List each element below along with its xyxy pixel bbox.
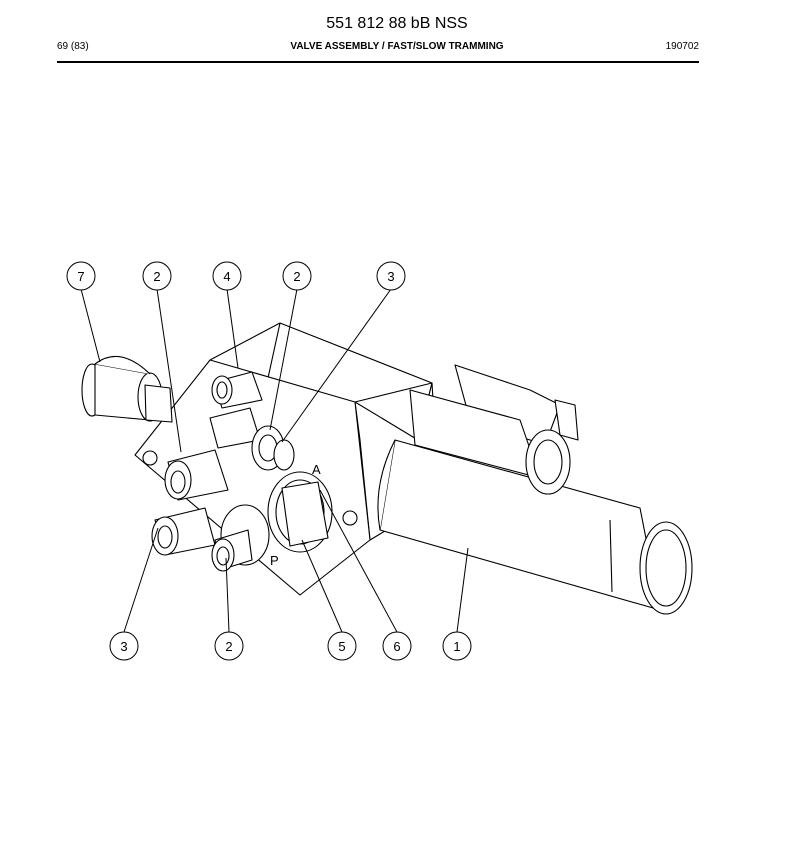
svg-text:7: 7 [77, 269, 84, 284]
svg-text:4: 4 [223, 269, 230, 284]
callout-4: 4 [212, 261, 242, 291]
callout-1: 1 [442, 631, 472, 661]
fitting-item-4 [209, 371, 263, 449]
svg-text:6: 6 [393, 639, 400, 654]
callout-3-a: 3 [376, 261, 406, 291]
svg-text:1: 1 [453, 639, 460, 654]
port-a-plug [267, 471, 333, 553]
callout-2-c: 2 [214, 631, 244, 661]
port-label-p: P [270, 553, 279, 568]
svg-text:3: 3 [120, 639, 127, 654]
fitting-item-3-lower [151, 507, 216, 556]
callout-3-b: 3 [109, 631, 139, 661]
document-code: 190702 [665, 41, 699, 52]
document-number: 551 812 88 bB NSS [326, 15, 468, 32]
solenoid-housing [409, 364, 579, 495]
callout-7: 7 [66, 261, 96, 291]
solenoid-coil [377, 439, 693, 615]
page-number: 69 (83) [57, 41, 89, 52]
leader-lines [80, 288, 469, 633]
header-rule [57, 61, 699, 63]
svg-text:2: 2 [153, 269, 160, 284]
callout-2-b: 2 [282, 261, 312, 291]
fitting-item-2-lower [211, 504, 270, 572]
svg-text:2: 2 [293, 269, 300, 284]
fitting-item-2-left [164, 449, 229, 501]
svg-text:2: 2 [225, 639, 232, 654]
blanking-plug [81, 356, 173, 423]
fitting-item-3-upper [273, 439, 295, 471]
port-label-a: A [312, 462, 321, 477]
callout-2-a: 2 [142, 261, 172, 291]
svg-text:5: 5 [338, 639, 345, 654]
callout-5: 5 [327, 631, 357, 661]
page-title: VALVE ASSEMBLY / FAST/SLOW TRAMMING [290, 41, 504, 52]
svg-text:3: 3 [387, 269, 394, 284]
callout-6: 6 [382, 631, 412, 661]
